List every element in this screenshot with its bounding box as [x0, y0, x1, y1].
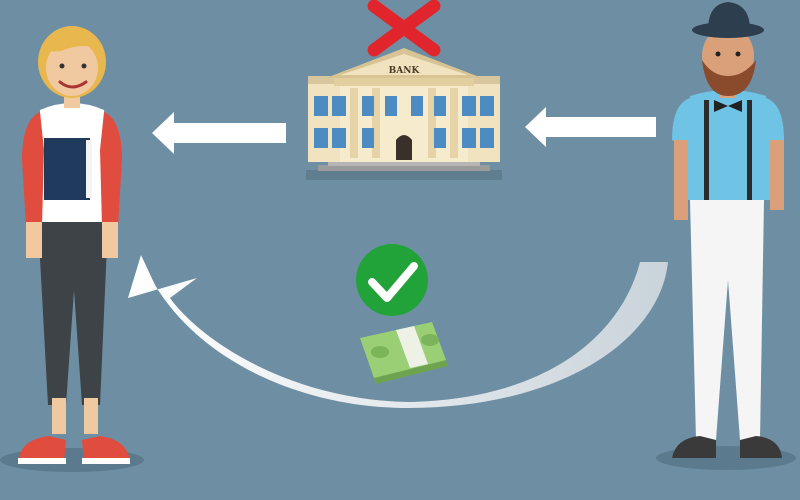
woman-with-book-icon: [0, 26, 144, 472]
arrow-to-bank: [525, 107, 656, 147]
red-x-icon: [367, 0, 441, 57]
cash-bundle-icon: [360, 322, 448, 384]
direct-curved-arrow: [128, 255, 668, 408]
bank-building: BANK: [306, 48, 502, 180]
man-with-hat-icon: [656, 2, 796, 470]
green-check-icon: [356, 244, 428, 316]
arrow-from-bank: [152, 112, 286, 154]
bank-label: BANK: [389, 66, 421, 76]
